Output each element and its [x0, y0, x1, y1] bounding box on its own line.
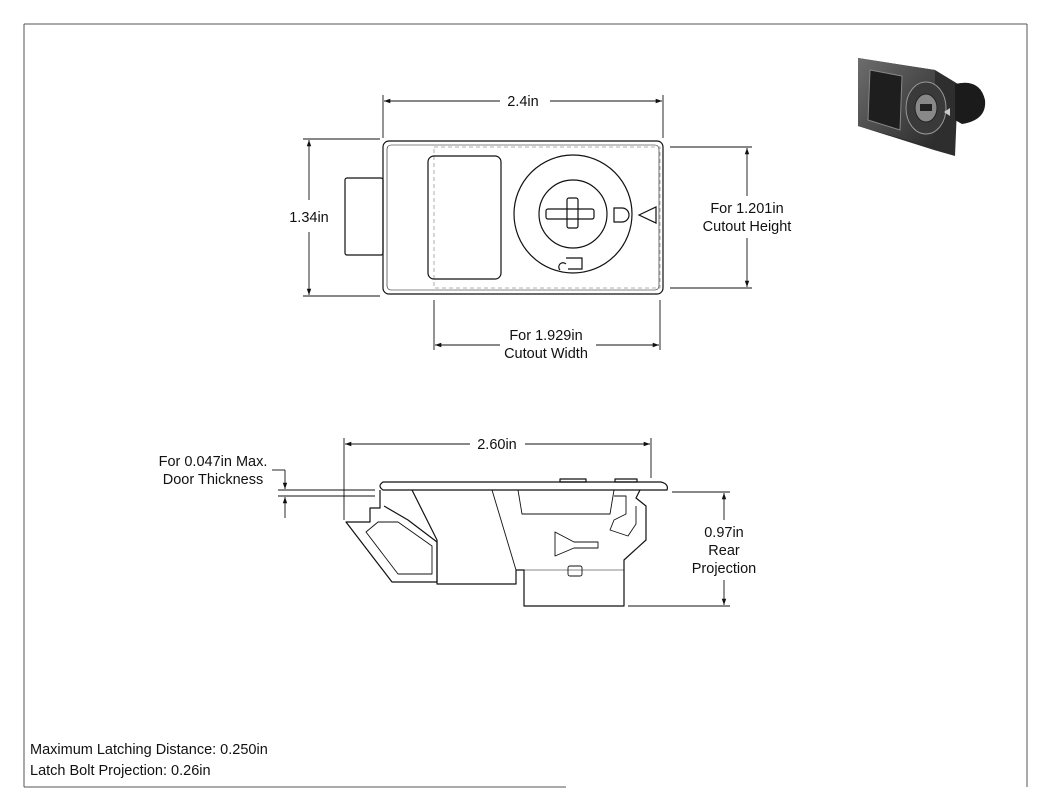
side-view [345, 478, 668, 607]
top-dimensions [303, 95, 752, 350]
side-housing [411, 489, 647, 607]
note-bolt-projection: Latch Bolt Projection: 0.26in [30, 763, 211, 779]
lock-indicator [613, 207, 630, 223]
rear-projection-line3: Projection [692, 561, 756, 577]
side-dimensions [272, 438, 730, 607]
faceplate-inner [386, 144, 660, 291]
cutout-width-line2: Cutout Width [504, 346, 588, 362]
side-flange [379, 481, 668, 491]
lock-tab-bottom [558, 257, 583, 271]
faceplate-outline [382, 140, 664, 295]
cutout-height-line1: For 1.201in [710, 201, 783, 217]
key-slot [545, 208, 595, 220]
door-thickness-line1: For 0.047in Max. [159, 454, 268, 470]
side-latch-hook [609, 495, 637, 537]
rear-projection-line1: 0.97in [704, 525, 744, 541]
sheet-border [23, 23, 1028, 788]
top-width-label: 2.4in [507, 94, 538, 110]
top-height-label: 1.34in [289, 210, 329, 226]
lock-face [538, 179, 608, 249]
flange-bump-2 [614, 478, 638, 483]
side-slot [554, 531, 599, 557]
key-tab [566, 197, 579, 229]
lock-ring [513, 154, 633, 274]
top-view [344, 140, 664, 295]
finger-pocket [427, 155, 502, 280]
rear-projection-line2: Rear [708, 543, 740, 559]
side-bolt-inner [365, 521, 433, 575]
note-latching-distance: Maximum Latching Distance: 0.250in [30, 742, 268, 758]
flange-bump-1 [559, 478, 587, 483]
cutout-height-line2: Cutout Height [703, 219, 792, 235]
lock-arrow-icon [637, 206, 657, 224]
side-bolt [345, 490, 438, 583]
side-step [517, 489, 615, 515]
cutout-outline [433, 146, 661, 289]
door-thickness-line2: Door Thickness [163, 472, 263, 488]
side-width-label: 2.60in [477, 437, 517, 453]
product-render-icon [858, 58, 986, 156]
side-window [567, 565, 583, 577]
cutout-width-line1: For 1.929in [509, 328, 582, 344]
latch-bolt [344, 177, 384, 256]
